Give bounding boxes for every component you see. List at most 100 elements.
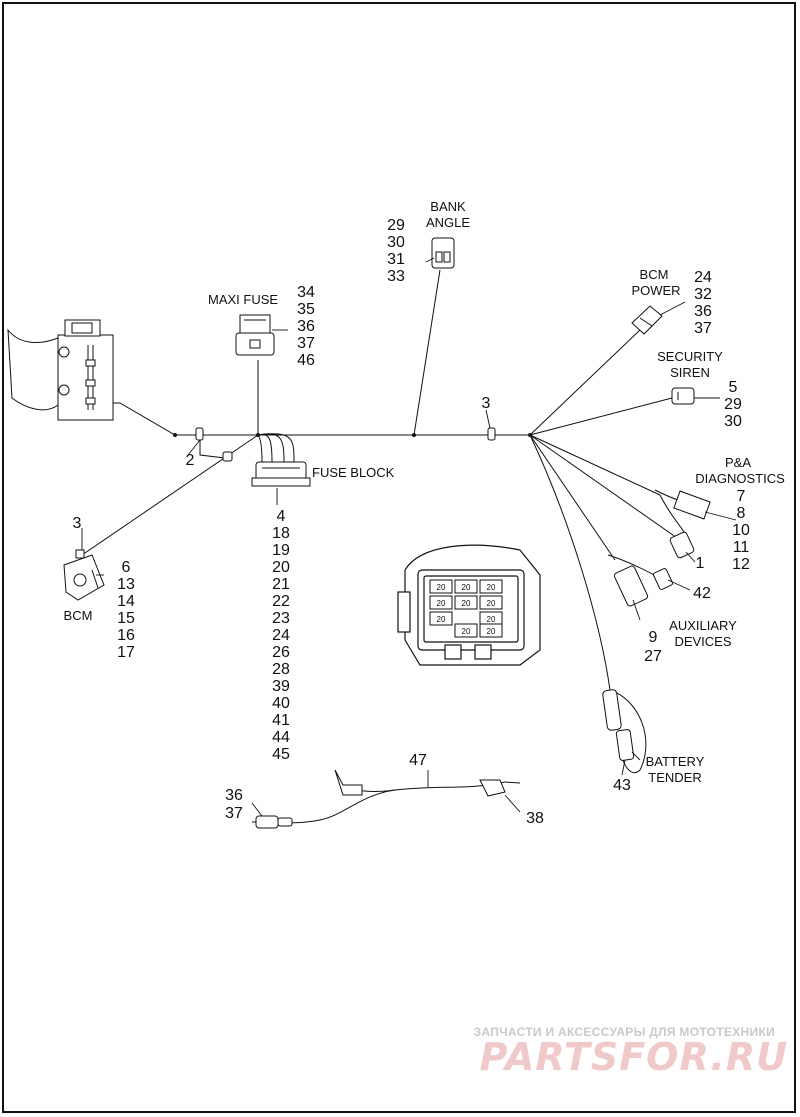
svg-text:21: 21 [272,576,290,593]
harness-47-plug-icon [255,815,279,829]
svg-text:37: 37 [225,805,243,822]
svg-text:36: 36 [297,318,315,335]
svg-text:37: 37 [694,320,712,337]
wire-security-siren [529,397,673,436]
svg-text:BANK: BANK [430,199,466,214]
bank-angle-sensor-icon [431,237,455,269]
connector-cavity-label: 20 [462,583,471,592]
callout-maxi-fuse: MAXI FUSE 34 35 36 37 46 [208,284,315,369]
connector-cavity [479,623,503,638]
connector-cavity-label: 20 [437,583,446,592]
svg-text:13: 13 [117,576,135,593]
svg-text:3: 3 [73,515,82,532]
svg-text:42: 42 [693,585,711,602]
connector-cavity-label: 20 [487,615,496,624]
svg-text:8: 8 [737,505,746,522]
connector-cavity [454,579,478,594]
callout-auxiliary-devices: AUXILIARY DEVICES 9 27 [644,618,737,665]
svg-text:11: 11 [733,539,750,556]
svg-text:27: 27 [644,648,662,665]
wire-bank-angle [413,269,441,436]
svg-text:3: 3 [482,395,491,412]
svg-text:22: 22 [272,593,290,610]
connector-cavity [479,579,503,594]
connector-cavity [479,595,503,610]
svg-text:7: 7 [737,488,746,505]
callout-pa-diagnostics: P&A DIAGNOSTICS 7 8 10 11 12 [695,455,785,573]
svg-text:36: 36 [225,787,243,804]
svg-text:26: 26 [272,644,290,661]
connector-cavity-label: 20 [437,615,446,624]
svg-text:33: 33 [387,268,405,285]
wire-battery-tender [529,434,611,691]
svg-text:32: 32 [694,286,712,303]
svg-text:BCM: BCM [64,608,93,623]
svg-text:ЗАПЧАСТИ И АКСЕССУАРЫ ДЛЯ МОТО: ЗАПЧАСТИ И АКСЕССУАРЫ ДЛЯ МОТОТЕХНИКИ [474,1025,775,1039]
svg-text:39: 39 [272,678,290,695]
svg-text:41: 41 [272,712,290,729]
connector-cavity [429,579,453,594]
connector-cavity-label: 20 [462,627,471,636]
svg-text:P&A: P&A [725,455,751,470]
svg-text:34: 34 [297,284,315,301]
svg-text:29: 29 [724,396,742,413]
svg-text:SIREN: SIREN [670,365,710,380]
bcm-module-icon [63,549,105,601]
svg-text:23: 23 [272,610,290,627]
svg-text:20: 20 [272,559,290,576]
svg-text:24: 24 [694,269,712,286]
svg-text:35: 35 [297,301,315,318]
svg-text:POWER: POWER [631,283,680,298]
svg-text:DIAGNOSTICS: DIAGNOSTICS [695,471,785,486]
svg-text:14: 14 [117,593,135,610]
accessory-harness-47-icon [251,781,521,824]
svg-text:ANGLE: ANGLE [426,215,470,230]
svg-text:5: 5 [729,379,738,396]
svg-text:6: 6 [122,559,131,576]
svg-text:45: 45 [272,746,290,763]
svg-text:SECURITY: SECURITY [657,349,723,364]
svg-text:1: 1 [696,555,705,572]
svg-text:DEVICES: DEVICES [674,634,731,649]
watermark: ЗАПЧАСТИ И АКСЕССУАРЫ ДЛЯ МОТОТЕХНИКИ PA… [474,1025,787,1079]
svg-text:AUXILIARY: AUXILIARY [669,618,737,633]
svg-text:30: 30 [387,234,405,251]
svg-text:BATTERY: BATTERY [646,754,705,769]
svg-text:2: 2 [186,452,195,469]
svg-text:12: 12 [732,556,750,573]
clip-3-icon [487,427,496,441]
connector-cavity [454,623,478,638]
wire-pa-diagnostics [529,434,661,496]
maxi-fuse-icon [235,314,275,356]
callout-singles: 3 2 1 42 47 38 36 37 [186,395,711,827]
connector-cavity-label: 20 [437,599,446,608]
callout-bank-angle: BANK ANGLE 29 30 31 33 [387,199,470,285]
bcm-power-connector-icon [631,305,663,335]
main-harness-trunk [95,402,530,436]
svg-text:FUSE BLOCK: FUSE BLOCK [312,465,395,480]
svg-text:37: 37 [297,335,315,352]
harness-47-terminal-icon [479,779,506,797]
battery-tender-connector-icon [602,689,647,773]
harness-47-ring-terminal-icon [334,769,363,796]
connector-cavity-label: 20 [487,583,496,592]
svg-text:31: 31 [387,251,405,268]
svg-text:MAXI FUSE: MAXI FUSE [208,292,278,307]
svg-text:28: 28 [272,661,290,678]
svg-text:46: 46 [297,352,315,369]
svg-text:36: 36 [694,303,712,320]
connector-cavity [429,611,453,626]
svg-text:19: 19 [272,542,290,559]
svg-text:TENDER: TENDER [648,770,701,785]
wire-diagnostics-2 [529,434,681,541]
wire-auxiliary [529,434,616,561]
callout-battery-tender: BATTERY TENDER 43 [613,754,705,794]
wire-bcm-power [529,329,641,436]
pa-diagnostics-connector-icon [654,489,711,559]
svg-text:24: 24 [272,627,290,644]
clip-2-icon [195,427,233,462]
svg-text:44: 44 [272,729,290,746]
callout-fuse-block: FUSE BLOCK 4 18 19 20 21 22 23 24 26 28 … [272,465,395,763]
